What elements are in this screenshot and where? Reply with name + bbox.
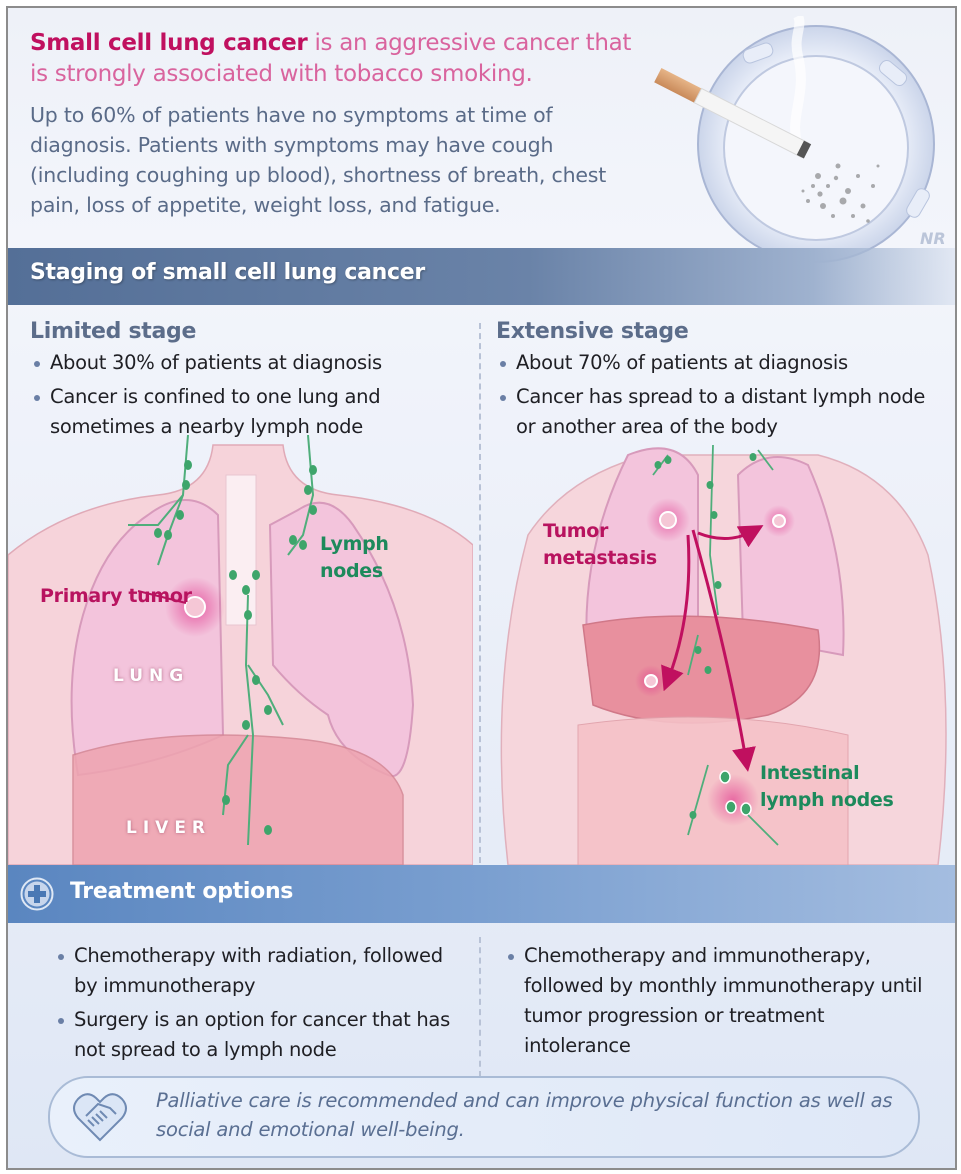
- primary-tumor-label: Primary tumor: [40, 585, 192, 607]
- intestinal-lymph-nodes-label: Intestinal lymph nodes: [760, 762, 894, 811]
- treatment-banner: Treatment options: [8, 865, 955, 923]
- extensive-stage-illustration: [500, 444, 947, 865]
- list-item: Chemotherapy and immunotherapy, followed…: [504, 941, 924, 1061]
- palliative-care-text: Palliative care is recommended and can i…: [156, 1089, 893, 1141]
- liver: [72, 734, 404, 865]
- metastasis-right-lung: [659, 511, 677, 529]
- lymph-nodes-label: Lymph nodes: [320, 533, 389, 582]
- palliative-care-callout: Palliative care is recommended and can i…: [48, 1076, 920, 1158]
- list-item: About 70% of patients at diagnosis: [496, 348, 926, 378]
- metastasis-liver: [644, 674, 658, 688]
- lymph-nodes: [154, 460, 317, 835]
- trachea: [225, 474, 257, 626]
- staging-title: Staging of small cell lung cancer: [30, 260, 425, 285]
- infographic: Small cell lung cancer is an aggressive …: [6, 6, 957, 1170]
- illustrator-signature: NR: [920, 229, 946, 248]
- extensive-stage-column: Extensive stage About 70% of patients at…: [496, 319, 926, 446]
- limited-stage-illustration: [8, 435, 473, 865]
- list-item: Chemotherapy with radiation, followed by…: [54, 941, 464, 1001]
- treatment-section: Chemotherapy with radiation, followed by…: [8, 923, 955, 1168]
- list-item: Surgery is an option for cancer that has…: [54, 1005, 464, 1065]
- primary-tumor-leader: [137, 590, 187, 604]
- intro-lead-rest: is an aggressive cancer that is strongly…: [30, 30, 632, 87]
- limited-stage-bullets: About 30% of patients at diagnosis Cance…: [30, 348, 450, 442]
- ashtray-cigarette-illustration: NR: [654, 16, 946, 263]
- extensive-treatment-bullets: Chemotherapy and immunotherapy, followed…: [504, 941, 924, 1061]
- list-item: Cancer is confined to one lung and somet…: [30, 382, 450, 442]
- extensive-stage-title: Extensive stage: [496, 319, 689, 344]
- ashtray-bowl: [723, 55, 909, 241]
- column-divider: [479, 937, 481, 1077]
- smoke: [790, 16, 806, 148]
- tumor-metastasis-label: Tumor metastasis: [543, 520, 657, 569]
- limited-treatment-column: Chemotherapy with radiation, followed by…: [54, 941, 464, 1069]
- column-divider: [479, 323, 481, 863]
- list-item: Cancer has spread to a distant lymph nod…: [496, 382, 926, 442]
- lymph-nodes: [654, 453, 757, 819]
- ash-pile: [801, 163, 880, 223]
- left-lung: [268, 501, 415, 778]
- limited-treatment-bullets: Chemotherapy with radiation, followed by…: [54, 941, 464, 1065]
- cigarette: [654, 68, 812, 159]
- liver: [582, 615, 821, 724]
- staging-section: Primary tumor Lymph nodes LUNG LIVER: [8, 305, 955, 865]
- metastasis-arrow-intestine: [691, 529, 756, 772]
- metastasis-arrow-liver: [661, 534, 691, 692]
- extensive-stage-bullets: About 70% of patients at diagnosis Cance…: [496, 348, 926, 442]
- metastasis-left-lung: [772, 514, 786, 528]
- metastasis-arrow-lung: [697, 525, 764, 548]
- list-item: About 30% of patients at diagnosis: [30, 348, 450, 378]
- limited-stage-title: Limited stage: [30, 319, 197, 344]
- heart-handshake-icon: [73, 1093, 127, 1142]
- lung-label: LUNG: [113, 666, 190, 686]
- primary-tumor: [184, 596, 206, 618]
- staging-banner: Staging of small cell lung cancer: [8, 248, 955, 305]
- intro-section: Small cell lung cancer is an aggressive …: [30, 28, 650, 220]
- intro-body: Up to 60% of patients have no symptoms a…: [30, 103, 607, 217]
- medical-cross-icon: [20, 877, 54, 911]
- intro-lead-strong: Small cell lung cancer: [30, 30, 308, 56]
- treatment-title: Treatment options: [70, 879, 294, 904]
- extensive-treatment-column: Chemotherapy and immunotherapy, followed…: [504, 941, 924, 1065]
- liver-label: LIVER: [126, 818, 212, 838]
- limited-stage-column: Limited stage About 30% of patients at d…: [30, 319, 450, 446]
- intestinal-lymph-nodes: [719, 770, 752, 816]
- intro-lead: Small cell lung cancer is an aggressive …: [30, 28, 650, 90]
